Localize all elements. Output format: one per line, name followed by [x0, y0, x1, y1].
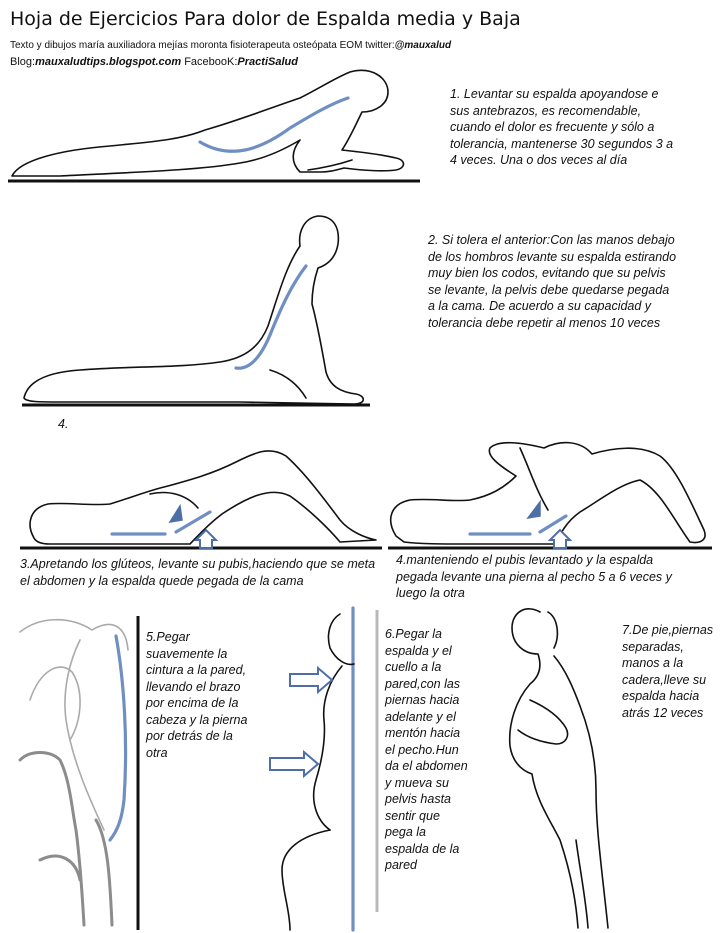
head-back-7 [547, 611, 559, 649]
exercise-4-text: 4.manteniendo el pubis levantado y la es… [396, 553, 672, 600]
arm-7 [517, 699, 569, 745]
exercise-7-text: 7.De pie,piernas separadas, manos a la c… [622, 623, 714, 720]
figure-exercise-6 [269, 606, 379, 932]
glute-3 [149, 491, 199, 509]
spine-line-5 [108, 634, 128, 842]
exercise-6-text: 6.Pegar la espalda y el cuello a la pare… [385, 627, 468, 872]
spine-line-1 [198, 96, 350, 153]
body-outline-4 [389, 441, 706, 545]
arm-outline-5 [19, 618, 129, 651]
exercise-2-text: 2. Si tolera el anterior:Con las manos d… [428, 233, 677, 330]
curved-arrow-3 [168, 503, 183, 524]
leg-gray-5 [94, 818, 114, 927]
spine-line-2 [234, 264, 308, 370]
twitter-handle[interactable]: @mauxalud [394, 40, 452, 51]
exercise-3-text: 3.Apretando los glúteos, levante su pubi… [20, 557, 376, 588]
spine-line-3b [174, 510, 212, 534]
right-arrow-6a [289, 665, 334, 695]
blog-line: Blog:mauxaludtips.blogspot.com FacebooK:… [10, 56, 298, 68]
figure-exercise-7 [508, 608, 609, 929]
spine-line-4b [538, 514, 568, 534]
curved-arrow-4 [526, 499, 541, 520]
back-outline-5 [64, 639, 105, 831]
exercise-4-label: 4. [58, 417, 69, 431]
torso-6 [312, 665, 343, 831]
hip-curve-2 [269, 369, 307, 399]
exercise-5-text: 5.Pegar suavemente la cintura a la pared… [146, 630, 248, 760]
exercise-1-text: 1. Levantar su espalda apoyandose e sus … [450, 87, 674, 167]
body-outline-2 [23, 215, 365, 405]
credits-text: Texto y dibujos maría auxiliadora mejías… [10, 40, 395, 51]
blog-label: Blog: [10, 56, 36, 68]
body-outline-1 [11, 69, 405, 177]
facebook-label: FacebooK: [181, 56, 238, 68]
body-outline-3 [29, 450, 377, 545]
leg-inner-7 [575, 839, 589, 929]
facebook-link[interactable]: PractiSalud [237, 56, 298, 68]
body-gray-5 [18, 751, 86, 927]
figure-exercise-3 [20, 450, 382, 550]
hip-6 [281, 829, 331, 931]
figure-exercise-4 [388, 441, 712, 550]
up-arrow-4 [547, 528, 573, 549]
head-6 [327, 613, 355, 666]
figure-exercise-5 [18, 616, 140, 930]
up-arrow-3 [193, 528, 219, 549]
leg-raised-4 [519, 447, 549, 511]
head-outline-5 [29, 666, 81, 741]
page-title: Hoja de Ejercicios Para dolor de Espalda… [10, 8, 521, 30]
forearm-1 [307, 159, 353, 171]
hip-gray-5 [38, 854, 82, 882]
blog-link[interactable]: mauxaludtips.blogspot.com [35, 56, 182, 68]
front-body-7 [508, 608, 579, 929]
figure-exercise-2 [22, 215, 370, 407]
back-body-7 [553, 655, 609, 929]
right-arrow-6b [269, 749, 320, 779]
credits-line: Texto y dibujos maría auxiliadora mejías… [10, 40, 451, 51]
figure-exercise-1 [8, 69, 420, 183]
